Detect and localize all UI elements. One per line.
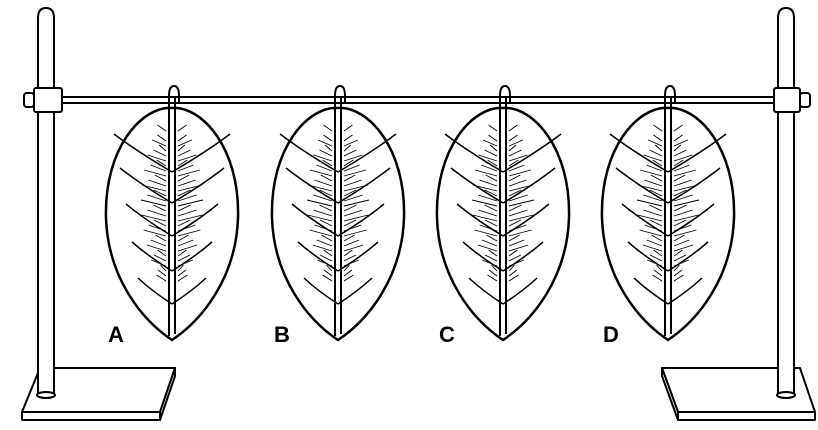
leaf-c: [437, 86, 569, 340]
right-stand-base-front: [678, 412, 815, 420]
leaf-b: [272, 86, 404, 340]
leaf-label-b: B: [274, 324, 290, 346]
left-clamp-screw: [24, 93, 34, 107]
leaves-group: [106, 86, 734, 340]
left-stand-base-front: [22, 412, 160, 420]
left-stand-rod: [38, 8, 54, 395]
right-stand-rod: [778, 8, 794, 395]
leaf-d: [602, 86, 734, 340]
right-clamp-screw: [800, 93, 810, 107]
leaf-label-c: C: [439, 324, 455, 346]
left-clamp: [34, 88, 62, 112]
leaf-label-d: D: [603, 324, 619, 346]
leaf-label-a: A: [108, 324, 124, 346]
left-stand-rod-foot: [37, 392, 55, 398]
leaf-a: [106, 86, 238, 340]
right-stand-rod-foot: [777, 392, 795, 398]
right-clamp: [774, 88, 800, 112]
